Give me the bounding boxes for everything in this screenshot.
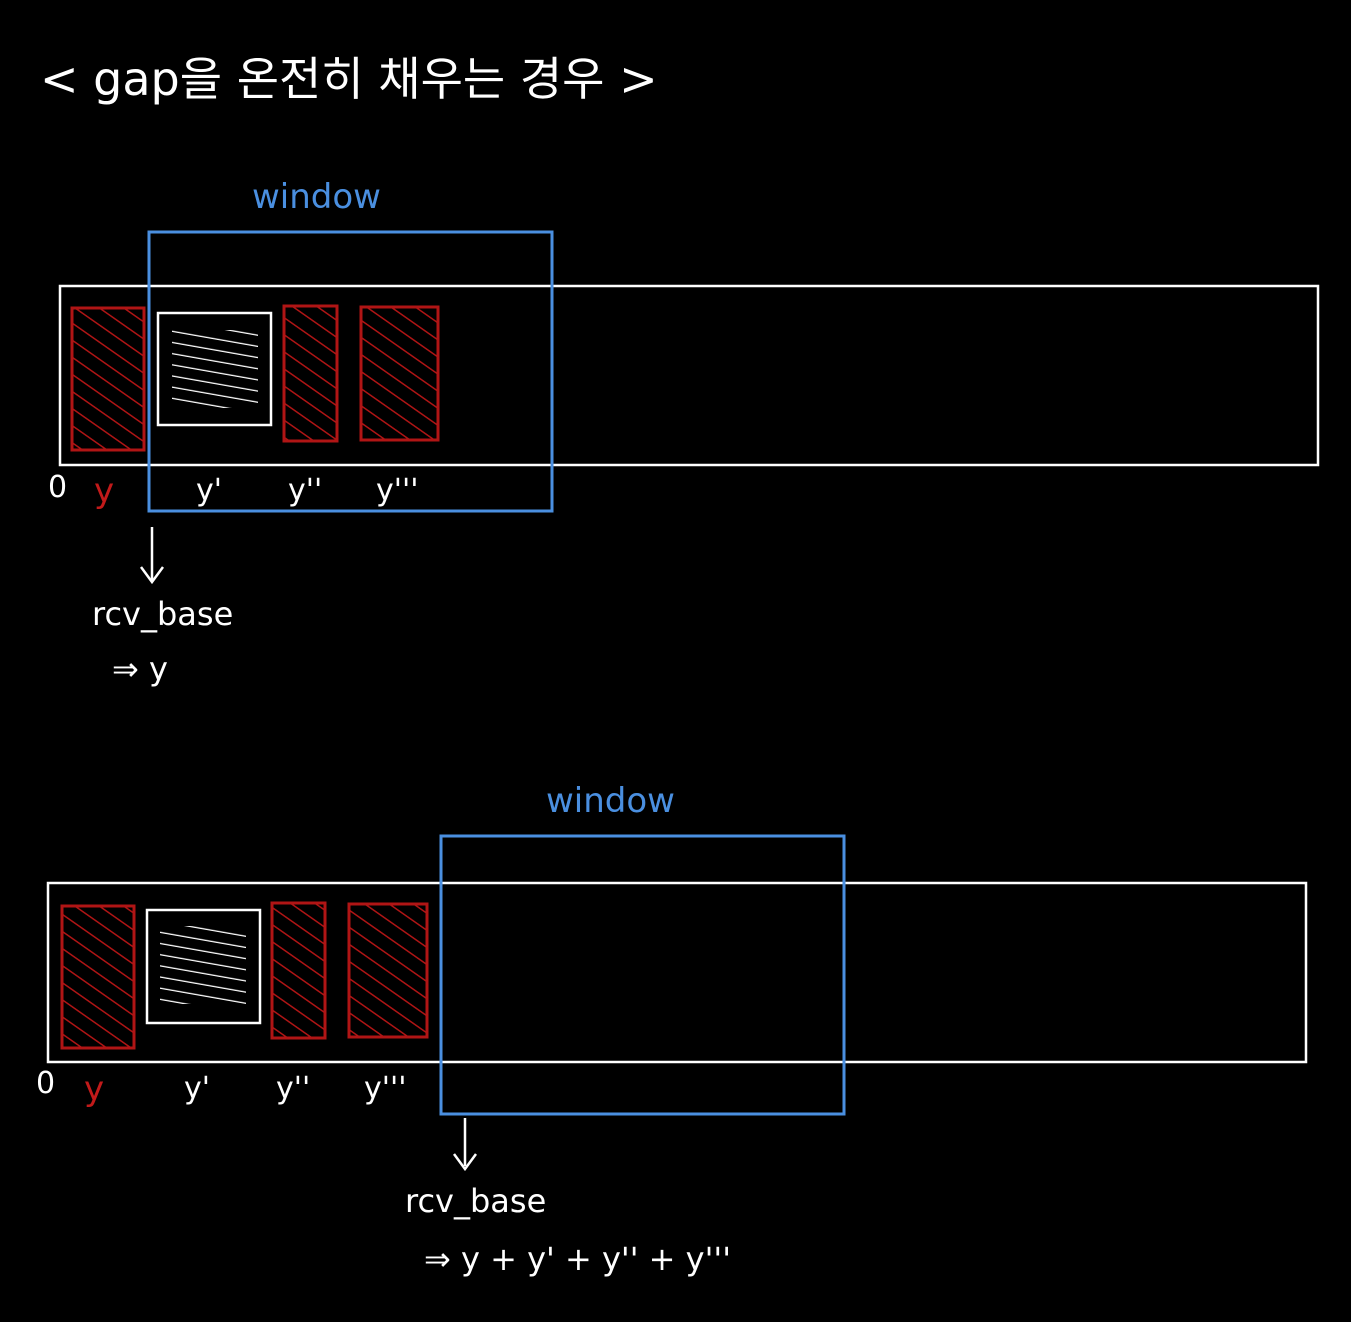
segment-y3-received: [347, 902, 429, 1039]
receive-window: [147, 230, 554, 513]
rcv-base-arrow: [452, 1118, 478, 1172]
segment-y-received: [60, 904, 136, 1050]
diagram-2: window 0 y y' y'' y''' rcv_base ⇒: [36, 781, 1308, 1278]
segment-y1-received: [145, 908, 262, 1025]
page-title: < gap을 온전히 채우는 경우 >: [40, 52, 658, 106]
rcv-base-value: ⇒ y: [112, 650, 168, 688]
label-y: y: [84, 1069, 104, 1109]
label-zero: 0: [36, 1066, 55, 1101]
segment-y2-missing: [282, 304, 339, 443]
label-y3: y''': [376, 473, 419, 508]
label-y2: y'': [288, 473, 322, 508]
rcv-base-label: rcv_base: [405, 1182, 546, 1220]
label-zero: 0: [48, 470, 67, 505]
segment-y3-missing: [359, 305, 440, 442]
window-label: window: [252, 177, 381, 217]
label-y: y: [94, 471, 114, 511]
sequence-buffer: [58, 284, 1320, 467]
diagram-1: window 0 y y' y'' y''': [48, 177, 1320, 688]
segment-y2-received: [270, 901, 327, 1040]
label-y3: y''': [364, 1071, 407, 1106]
rcv-base-label: rcv_base: [92, 595, 233, 633]
label-y2: y'': [276, 1071, 310, 1106]
receive-window: [439, 834, 846, 1116]
rcv-base-arrow: [139, 527, 165, 585]
sequence-buffer: [46, 881, 1308, 1064]
label-y1: y': [196, 473, 222, 508]
rcv-base-value: ⇒ y + y' + y'' + y''': [424, 1240, 731, 1278]
segment-y-missing: [70, 306, 146, 452]
label-y1: y': [184, 1071, 210, 1106]
window-label: window: [546, 781, 675, 821]
segment-y1-received: [156, 311, 273, 427]
